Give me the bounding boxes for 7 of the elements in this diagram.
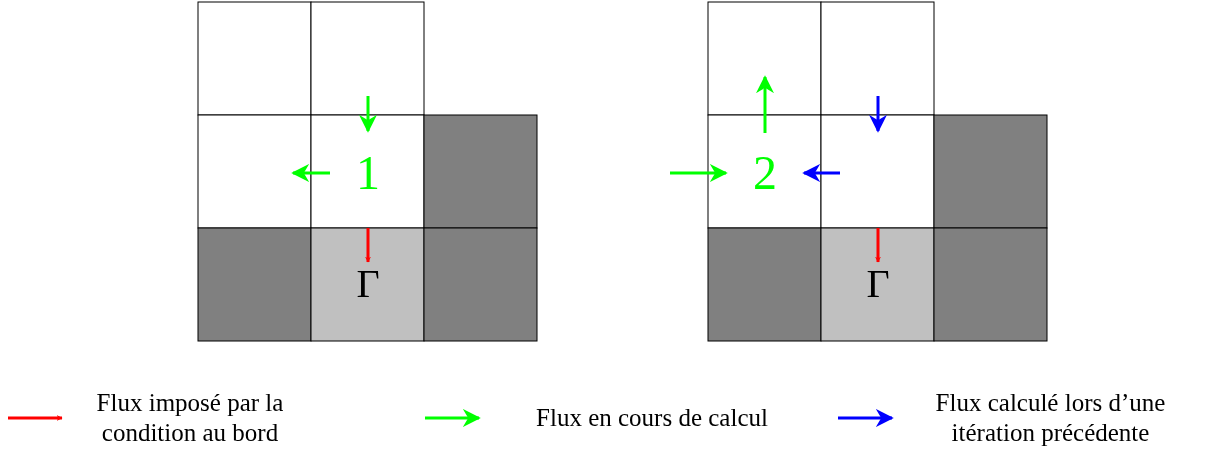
legend-text: Flux imposé par la condition au bord [95,388,285,448]
legend-text: Flux en cours de calcul [535,403,769,433]
boundary-symbol: Γ [356,264,380,304]
legend-text: Flux calculé lors d’une itération précédente [934,388,1167,448]
boundary-symbol: Γ [866,264,890,304]
cell-number: 1 [356,149,380,197]
cell-number: 2 [753,149,777,197]
